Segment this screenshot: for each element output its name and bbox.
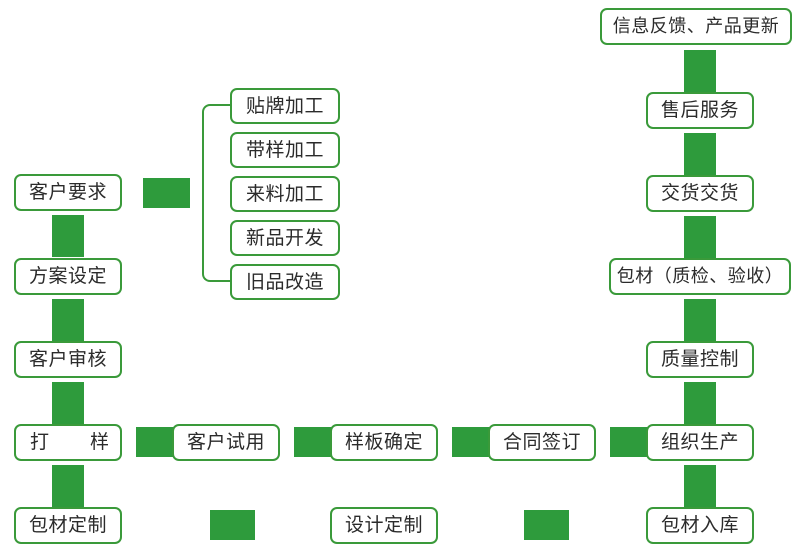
node-plan-setting[interactable]: 方案设定 <box>14 258 122 295</box>
label-packaging-warehouse: 包材入库 <box>660 514 739 536</box>
branch-label-material-processing: 来料加工 <box>245 182 324 205</box>
node-customer-trial[interactable]: 客户试用 <box>172 424 280 461</box>
label-sample-confirm: 样板确定 <box>344 431 423 453</box>
node-packaging-warehouse[interactable]: 包材入库 <box>646 507 754 544</box>
arrow-customer-request-to-branches <box>143 178 190 208</box>
label-packaging-custom: 包材定制 <box>28 514 107 536</box>
branch-label-new-product-dev: 新品开发 <box>245 226 324 249</box>
label-sampling: 打 样 <box>30 431 111 453</box>
label-feedback-update: 信息反馈、产品更新 <box>612 15 780 37</box>
arrow-customer-request-to-plan <box>52 215 84 257</box>
node-sampling[interactable]: 打 样 <box>14 424 122 461</box>
node-customer-request[interactable]: 客户要求 <box>14 174 122 211</box>
label-plan-setting: 方案设定 <box>28 265 107 287</box>
arrow-warehouse-to-organize-production <box>684 465 716 507</box>
label-quality-control: 质量控制 <box>660 348 739 370</box>
node-contract-signing[interactable]: 合同签订 <box>488 424 596 461</box>
branch-node-oem-processing[interactable]: 贴牌加工 <box>230 88 340 124</box>
branch-node-material-processing[interactable]: 来料加工 <box>230 176 340 212</box>
label-customer-review: 客户审核 <box>28 348 107 370</box>
node-sample-confirm[interactable]: 样板确定 <box>330 424 438 461</box>
branch-node-sample-processing[interactable]: 带样加工 <box>230 132 340 168</box>
branch-node-old-product-remake[interactable]: 旧品改造 <box>230 264 340 300</box>
arrow-quality-to-packaging-inspection <box>684 299 716 341</box>
node-quality-control[interactable]: 质量控制 <box>646 341 754 378</box>
arrow-production-to-quality-control <box>684 382 716 424</box>
arrow-after-sales-to-feedback <box>684 50 716 92</box>
node-after-sales[interactable]: 售后服务 <box>646 92 754 129</box>
node-design-custom[interactable]: 设计定制 <box>330 507 438 544</box>
node-feedback-update[interactable]: 信息反馈、产品更新 <box>600 8 792 45</box>
branch-bracket-connector <box>202 104 234 282</box>
label-after-sales: 售后服务 <box>660 99 739 121</box>
arrow-review-to-sampling <box>52 382 84 424</box>
node-organize-production[interactable]: 组织生产 <box>646 424 754 461</box>
branch-label-sample-processing: 带样加工 <box>245 138 324 161</box>
label-delivery: 交货交货 <box>660 182 739 204</box>
branch-label-oem-processing: 贴牌加工 <box>245 94 324 117</box>
label-customer-trial: 客户试用 <box>186 431 265 453</box>
node-delivery[interactable]: 交货交货 <box>646 175 754 212</box>
node-packaging-inspection[interactable]: 包材（质检、验收） <box>609 258 791 295</box>
node-packaging-custom[interactable]: 包材定制 <box>14 507 122 544</box>
label-customer-request: 客户要求 <box>28 181 107 203</box>
arrow-packaging-custom-to-design <box>210 510 255 540</box>
node-customer-review[interactable]: 客户审核 <box>14 341 122 378</box>
label-organize-production: 组织生产 <box>660 431 739 453</box>
arrow-delivery-to-after-sales <box>684 133 716 175</box>
arrow-design-to-packaging-warehouse <box>524 510 569 540</box>
label-contract-signing: 合同签订 <box>502 431 581 453</box>
arrow-inspection-to-delivery <box>684 216 716 258</box>
arrow-sampling-to-packaging-custom <box>52 465 84 507</box>
arrow-plan-to-review <box>52 299 84 341</box>
branch-label-old-product-remake: 旧品改造 <box>245 270 324 293</box>
label-packaging-inspection: 包材（质检、验收） <box>616 265 784 287</box>
branch-node-new-product-dev[interactable]: 新品开发 <box>230 220 340 256</box>
label-design-custom: 设计定制 <box>344 514 423 536</box>
